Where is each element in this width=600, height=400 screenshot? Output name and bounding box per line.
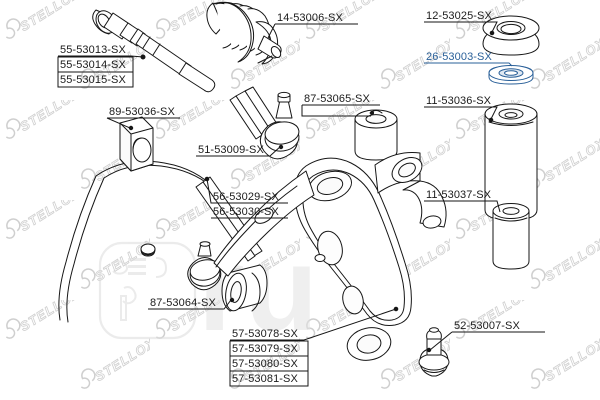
part-stabilizer-bushing [119,116,154,172]
label-11-53037-sx[interactable]: 11-53037-SX [426,189,492,201]
part-inner-tie-rod [92,9,216,93]
part-tie-rod-end [229,86,300,160]
part-steering-rack-boot [206,1,282,65]
part-strut-bearing-highlighted [488,65,534,85]
part-bump-stop-boot [484,103,538,221]
label-26-53003-sx[interactable]: 26-53003-SX [426,51,492,63]
label-57-53080-sx[interactable]: 57-53080-SX [232,358,298,370]
label-56-53030-sx[interactable]: 56-53030-SX [213,206,279,218]
part-strut-mount [482,15,540,56]
part-control-arm-bushing-rear [221,264,268,312]
label-57-53081-sx[interactable]: 57-53081-SX [232,373,298,385]
label-11-53036-sx[interactable]: 11-53036-SX [426,95,492,107]
label-55-53014-sx[interactable]: 55-53014-SX [60,59,126,71]
label-55-53013-sx[interactable]: 55-53013-SX [60,44,126,56]
label-52-53007-sx[interactable]: 52-53007-SX [454,320,520,332]
label-56-53029-sx[interactable]: 56-53029-SX [213,191,279,203]
part-bump-stop [492,203,530,270]
label-89-53036-sx[interactable]: 89-53036-SX [109,106,175,118]
part-control-arm-bushing-front [354,109,398,161]
label-57-53078-sx[interactable]: 57-53078-SX [232,328,298,340]
label-57-53079-sx[interactable]: 57-53079-SX [232,343,298,355]
part-stabilizer-bar [58,160,213,323]
label-12-53025-sx[interactable]: 12-53025-SX [426,10,492,22]
part-lower-control-arm [213,152,447,361]
label-87-53065-sx[interactable]: 87-53065-SX [304,93,370,105]
label-55-53015-sx[interactable]: 55-53015-SX [60,74,126,86]
label-87-53064-sx[interactable]: 87-53064-SX [150,297,216,309]
stabilizer-bar-eye [140,243,156,257]
label-51-53009-sx[interactable]: 51-53009-SX [198,144,264,156]
label-14-53006-sx[interactable]: 14-53006-SX [277,12,343,24]
